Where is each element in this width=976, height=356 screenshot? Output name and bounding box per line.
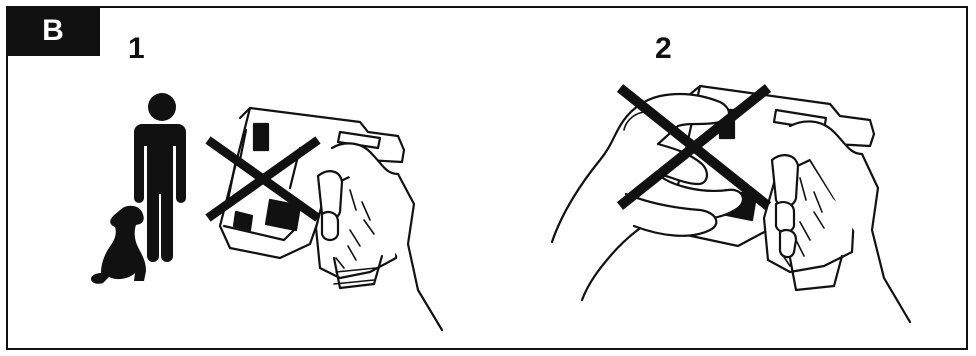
prohibited-x-icon	[208, 140, 318, 218]
person-icon	[134, 93, 186, 262]
dog-icon	[91, 206, 146, 284]
nailer-tool-icon	[220, 108, 442, 330]
